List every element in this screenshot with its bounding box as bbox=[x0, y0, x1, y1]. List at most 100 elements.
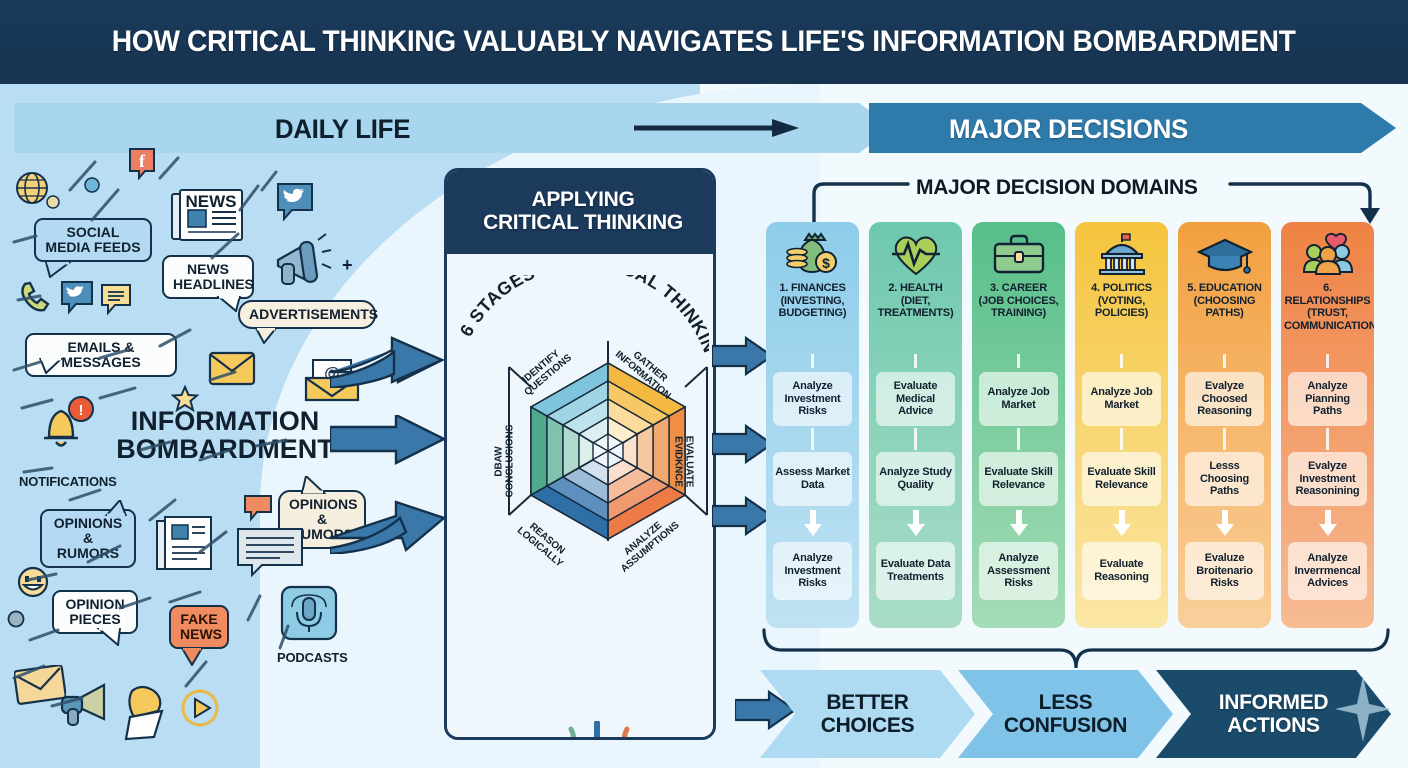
chat-icon bbox=[244, 495, 272, 522]
bubble-tail-icon bbox=[38, 358, 64, 374]
information-bombardment-headline: INFORMATION BOMBARDMENT bbox=[116, 406, 334, 464]
chat-icon bbox=[101, 284, 131, 316]
domain-header: 2. HEALTH (DIET, TREATMENTS) bbox=[869, 222, 962, 320]
center-header-line2: CRITICAL THINKING bbox=[483, 211, 683, 234]
bubble-tail-icon bbox=[104, 500, 128, 516]
center-header-line1: APPLYING bbox=[531, 188, 635, 212]
step-connector bbox=[1326, 354, 1329, 368]
domain-step: Analyze Study Quality bbox=[876, 452, 955, 506]
right-arrow-icon bbox=[634, 119, 799, 137]
domain-step: Evaluate Reasoning bbox=[1082, 542, 1161, 600]
domain-header: 6. RELATIONSHIPS (TRUST, COMMUNICATION) bbox=[1281, 222, 1374, 332]
domain-step: Analyze Job Market bbox=[979, 372, 1058, 426]
microphone-podcast-icon bbox=[280, 585, 338, 641]
flow-arrow-icon bbox=[330, 500, 447, 554]
people-heart-icon bbox=[1281, 228, 1374, 280]
flow-arrow-icon bbox=[330, 415, 447, 465]
dot-icon bbox=[7, 610, 25, 628]
bubble-tail-icon bbox=[180, 648, 204, 666]
outcome-less-confusion: LESS CONFUSION bbox=[958, 670, 1173, 758]
domain-column-finances[interactable]: $ 1. FINANCES (INVESTING, BUDGETING) Ana… bbox=[766, 222, 859, 628]
six-stages-hexagon bbox=[508, 341, 708, 541]
megaphone-icon bbox=[276, 233, 332, 285]
document-icon bbox=[156, 516, 212, 570]
domain-title: 3. CAREER (JOB CHOICES, TRAINING) bbox=[978, 282, 1059, 320]
arrow-down-icon bbox=[1216, 510, 1234, 536]
arrow-down-icon bbox=[804, 510, 822, 536]
step-connector bbox=[811, 354, 814, 368]
outcome-text: BETTER CHOICES bbox=[820, 690, 915, 737]
news-tile-label: NEWS bbox=[185, 192, 237, 211]
flow-arrow-icon bbox=[330, 336, 445, 388]
domain-title: 6. RELATIONSHIPS (TRUST, COMMUNICATION) bbox=[1284, 282, 1374, 332]
domain-step: Analyze Pianning Paths bbox=[1288, 372, 1367, 426]
right-arrow-icon bbox=[712, 424, 774, 464]
arc-title: 6 STAGES OF CRITICAL THINKING bbox=[459, 275, 709, 355]
domain-header: 3. CAREER (JOB CHOICES, TRAINING) bbox=[972, 222, 1065, 320]
domain-column-relationships[interactable]: 6. RELATIONSHIPS (TRUST, COMMUNICATION) … bbox=[1281, 222, 1374, 628]
svg-text:f: f bbox=[139, 151, 146, 171]
twitter-icon bbox=[277, 183, 313, 222]
briefcase-icon bbox=[972, 228, 1065, 280]
center-panel-header: APPLYING CRITICAL THINKING bbox=[447, 171, 713, 254]
step-connector bbox=[1120, 354, 1123, 368]
heart-pulse-icon bbox=[869, 228, 962, 280]
domain-title: 4. POLITICS (VOTING, POLICIES) bbox=[1091, 282, 1152, 320]
domain-step: Analyze Job Market bbox=[1082, 372, 1161, 426]
bubble-emails-messages: EMAILS & MESSAGES bbox=[25, 333, 177, 378]
domain-step: Evaluate Data Treatments bbox=[876, 542, 955, 600]
domain-header: 4. POLITICS (VOTING, POLICIES) bbox=[1075, 222, 1168, 320]
domain-title: 5. EDUCATION (CHOOSING PATHS) bbox=[1187, 282, 1262, 320]
hex-label-draw-conclusions: DBAW CONCLUSIONS bbox=[493, 424, 516, 498]
domain-step: Analyze Investment Risks bbox=[773, 542, 852, 600]
bell-notification-icon: ! bbox=[44, 396, 94, 447]
graduation-cap-icon bbox=[1178, 228, 1271, 280]
domain-step: Analyze Assessment Risks bbox=[979, 542, 1058, 600]
newspaper-icon bbox=[171, 189, 243, 241]
step-connector bbox=[1223, 354, 1226, 368]
facebook-icon: f bbox=[129, 148, 155, 180]
hex-label-evaluate-evidence: EVALUATE EVIDKNCE bbox=[673, 435, 695, 488]
motion-dashes bbox=[12, 156, 290, 708]
dot-icon bbox=[84, 177, 100, 193]
step-connector bbox=[811, 428, 814, 450]
bubble-opinions-rumors-left: OPINIONS & RUMORS bbox=[40, 509, 136, 569]
domain-step: Evalyze Choosed Reasoning bbox=[1185, 372, 1264, 426]
bubble-fake-news: FAKE NEWS bbox=[169, 605, 229, 650]
outcome-text: INFORMED ACTIONS bbox=[1218, 690, 1329, 737]
bubble-social-media-feeds: SOCIAL MEDIA FEEDS bbox=[34, 218, 152, 263]
outcome-text: LESS CONFUSION bbox=[1003, 690, 1128, 737]
notifications-label: NOTIFICATIONS bbox=[19, 474, 117, 489]
bracket-arrow-icon bbox=[812, 182, 1380, 224]
domain-step: Analyze Investment Risks bbox=[773, 372, 852, 426]
domain-step: Assess Market Data bbox=[773, 452, 852, 506]
bubble-tail-icon bbox=[216, 296, 242, 312]
step-connector bbox=[914, 354, 917, 368]
right-arrow-icon bbox=[735, 690, 797, 730]
daily-life-label: DAILY LIFE bbox=[274, 114, 411, 144]
star-icon bbox=[171, 385, 199, 413]
domain-column-education[interactable]: 5. EDUCATION (CHOOSING PATHS) Evalyze Ch… bbox=[1178, 222, 1271, 628]
flow-band: DAILY LIFE MAJOR DECISIONS bbox=[14, 103, 1396, 153]
arrow-down-icon bbox=[1319, 510, 1337, 536]
step-connector bbox=[1223, 428, 1226, 450]
plus-icon: + bbox=[342, 255, 353, 275]
domain-column-politics[interactable]: 4. POLITICS (VOTING, POLICIES) Analyze J… bbox=[1075, 222, 1168, 628]
domain-step: Analyze Inverrmencal Advices bbox=[1288, 542, 1367, 600]
domains-brace bbox=[762, 628, 1390, 669]
bubble-tail-icon bbox=[96, 628, 122, 646]
bubble-tail-icon bbox=[254, 328, 278, 344]
step-connector bbox=[1326, 428, 1329, 450]
svg-text:!: ! bbox=[79, 402, 84, 419]
step-connector bbox=[914, 428, 917, 450]
step-connector bbox=[1120, 428, 1123, 450]
arrow-down-icon bbox=[1010, 510, 1028, 536]
bubble-advertisements: ADVERTISEMENTS bbox=[238, 300, 378, 330]
major-decisions-label: MAJOR DECISIONS bbox=[948, 114, 1189, 144]
money-bag-icon: $ bbox=[766, 228, 859, 280]
domain-column-health[interactable]: 2. HEALTH (DIET, TREATMENTS) Evaluate Me… bbox=[869, 222, 962, 628]
domain-column-career[interactable]: 3. CAREER (JOB CHOICES, TRAINING) Analyz… bbox=[972, 222, 1065, 628]
daily-life-band: DAILY LIFE bbox=[14, 103, 894, 153]
right-arrow-icon bbox=[712, 336, 774, 376]
